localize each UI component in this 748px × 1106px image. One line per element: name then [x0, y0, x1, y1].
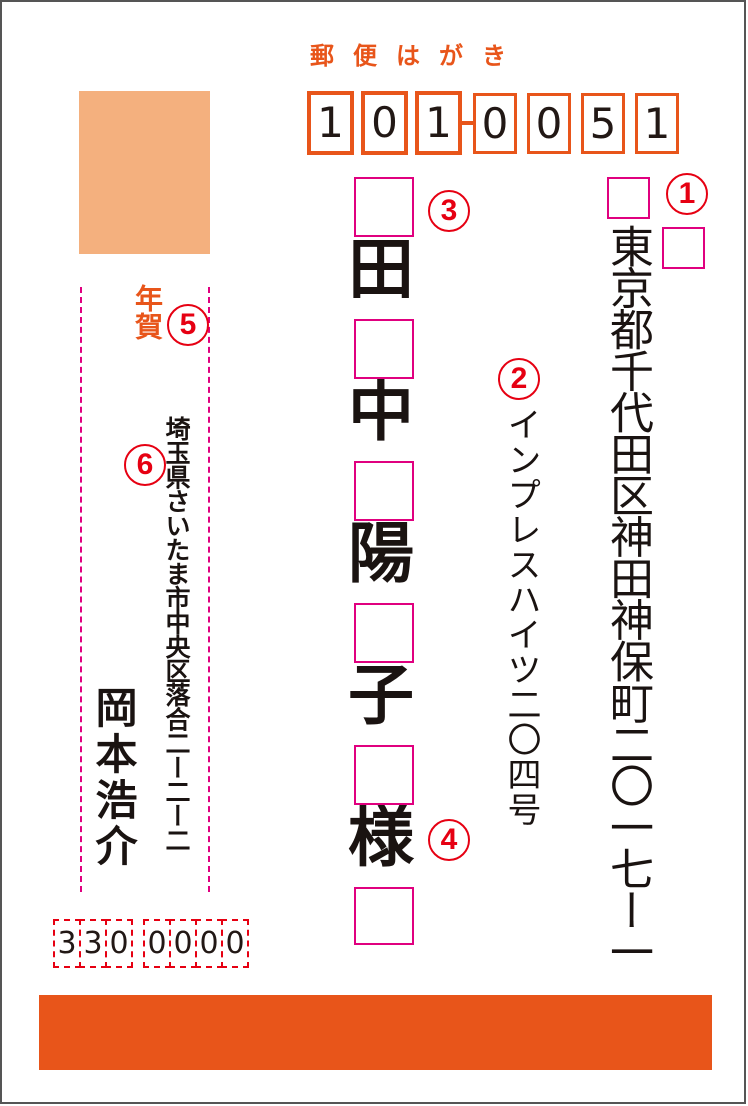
footer-color-bar: [39, 995, 712, 1070]
recipient-name-char: 様: [348, 798, 414, 876]
zip-digit-box: 1: [415, 91, 462, 155]
annotation-marker-1: 1: [666, 173, 708, 215]
zip-digit-box: 5: [581, 93, 625, 154]
zip-digit-box: 1: [307, 91, 354, 155]
spacing-guide-box: [354, 461, 414, 521]
recipient-name: 田 中 陽 子 様: [348, 234, 414, 944]
recipient-name-char: 田: [348, 230, 414, 308]
spacing-guide-box: [354, 319, 414, 379]
zip-hyphen: [462, 121, 474, 125]
sender-zip-digit-box: 0: [105, 919, 133, 968]
sender-area-guide-left: [80, 287, 82, 892]
annotation-marker-6: 6: [124, 444, 166, 486]
annotation-marker-4: 4: [428, 819, 470, 861]
spacing-guide-box: [607, 177, 650, 219]
spacing-guide-box: [354, 887, 414, 945]
zip-digit-box: 0: [361, 91, 408, 155]
spacing-guide-box: [662, 227, 705, 269]
spacing-guide-box: [354, 177, 414, 237]
sender-zip-digit-box: 0: [143, 919, 171, 968]
zip-digit-box: 0: [527, 93, 571, 154]
zip-digit-box: 1: [635, 93, 679, 154]
sender-zip-digit-box: 3: [53, 919, 81, 968]
stamp-area: [79, 91, 210, 254]
sender-zip-digit-box: 0: [169, 919, 197, 968]
recipient-name-char: 子: [348, 656, 414, 734]
recipient-name-char: 中: [348, 372, 414, 450]
recipient-address-line2: インプレスハイツ二〇四号: [501, 407, 541, 827]
recipient-address-line1: 東京都千代田区神田神保町二〇一七ー一: [602, 224, 653, 971]
postcard-header-label: 郵便はがき: [310, 42, 525, 70]
recipient-name-char: 陽: [348, 514, 414, 592]
spacing-guide-box: [354, 745, 414, 805]
annotation-marker-3: 3: [428, 190, 470, 232]
sender-address: 埼玉県さいたま市中央区落合二ー二ー二: [162, 416, 191, 852]
zip-digit-box: 0: [473, 93, 517, 154]
annotation-marker-2: 2: [498, 358, 540, 400]
sender-zip-digit-box: 0: [221, 919, 249, 968]
sender-area-guide-right: [208, 287, 210, 892]
spacing-guide-box: [354, 603, 414, 663]
annotation-marker-5: 5: [167, 304, 209, 346]
sender-name: 岡本浩介: [89, 686, 138, 870]
sender-zip-digit-box: 0: [195, 919, 223, 968]
nenga-label: 年賀: [131, 284, 164, 340]
sender-zip-digit-box: 3: [79, 919, 107, 968]
